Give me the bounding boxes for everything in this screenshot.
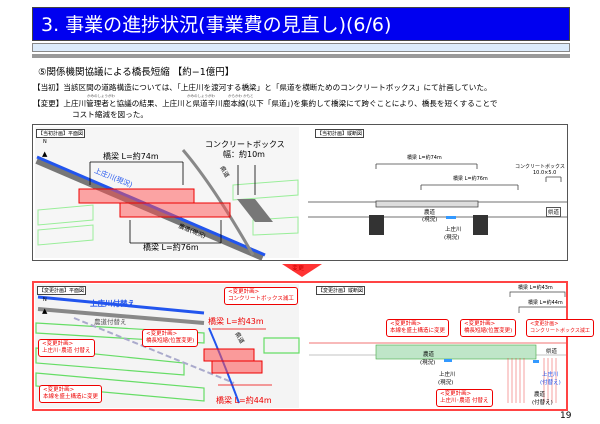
section-callout-box-removed: <変更計画>コンクリートボックス減工	[526, 319, 594, 337]
section-farm-road-status: (現況)	[420, 360, 436, 366]
section-river-status: (現況)	[444, 235, 460, 241]
callout-box-removed: <変更計画>コンクリートボックス減工	[224, 287, 298, 305]
plan-view-tag: 【変更計画】平面図	[37, 286, 87, 295]
section-callout-embankment: <変更計画>本線を盛土構造に変更	[386, 319, 450, 337]
section-farm-road-status: (現況)	[422, 217, 438, 223]
change-text: 【変更】上庄川管理者と協議の結果、上庄川と県道辛川鹿本線(以下「県道」)を集約し…	[33, 99, 498, 108]
section-view-tag: 【当初計画】縦断図	[315, 129, 365, 138]
concrete-box-width: 幅：約10m	[223, 150, 265, 159]
original-plan-map: ▲	[35, 127, 567, 260]
section-river-status: (現況)	[438, 380, 454, 386]
change-label: 変更	[292, 265, 305, 272]
change-text-cont: コスト縮減を図った。	[72, 110, 148, 119]
section-box-size: 10.0×5.0	[533, 170, 557, 176]
concrete-box-label: コンクリートボックス	[205, 140, 285, 149]
section-view-tag: 【変更計画】縦断図	[316, 286, 366, 295]
north-label: N	[43, 139, 47, 145]
section-farm-road: 農道	[423, 352, 435, 358]
section-river: 上庄川	[445, 227, 462, 233]
ruby-text: かみのしょうがわ	[87, 94, 115, 98]
ruby-text: かみのしょうがわ	[187, 94, 215, 98]
page-title: 3. 事業の進捗状況(事業費の見直し)(6/6)	[32, 7, 570, 41]
section-new-river: 上庄川	[542, 372, 559, 378]
original-plan-text: 【当初】当該区間の道路構造については、「上庄川を渡河する橋梁」と「県道を横断ため…	[33, 83, 492, 92]
section-bridge-74: 橋梁 L=約74m	[407, 155, 442, 161]
ruby-text: からかわ かもと	[228, 94, 254, 98]
section-new-farm-road: 農道	[534, 392, 546, 398]
north-arrow-icon: ▲	[42, 307, 48, 315]
section-river: 上庄川	[439, 372, 456, 378]
header-divider	[32, 43, 570, 52]
section-farm-road: 農道	[424, 210, 436, 216]
bridge-length-44: 橋梁 L=約44m	[216, 396, 272, 405]
section-new-farm-road-status: (付替え)	[532, 400, 553, 406]
section-heading: ⑤関係機関協議による橋長短縮 【約−1億円】	[38, 67, 235, 78]
section-pref-road: 県道	[546, 207, 562, 217]
plan-view-tag: 【当初計画】平面図	[36, 129, 86, 138]
section-box-label: コンクリートボックス	[515, 164, 565, 170]
bridge-length-74: 橋梁 L=約74m	[103, 152, 159, 161]
callout-embankment: <変更計画>本線を盛土構造に変更	[39, 385, 103, 403]
bridge-length-76: 橋梁 L=約76m	[143, 243, 199, 252]
callout-river-farm: <変更計画>上庄川･農道 付替え	[38, 339, 95, 357]
section-bridge-44: 橋梁 L=約44m	[528, 300, 563, 306]
section-callout-shorten: <変更計画>橋長短縮(位置変更)	[460, 319, 517, 337]
original-plan-panel: ▲ 【当初計画】平面図 【当初計画】縦断図 N 橋梁 L=約74m 橋梁 L=約…	[32, 124, 568, 261]
farm-realign-label: 農道付替え	[94, 318, 127, 326]
section-pref-road: 県道	[546, 349, 558, 355]
bridge-length-43: 橋梁 L=約43m	[208, 317, 264, 326]
section-new-river-status: (付替え)	[540, 380, 561, 386]
page-number: 19	[560, 411, 572, 421]
section-bridge-76: 橋梁 L=約76m	[453, 176, 488, 182]
changed-plan-panel: ▲ 【変更計画】平面図 【変更計画】縦断図 N 上庄川付替え 農道付替え 県道 …	[32, 281, 594, 411]
callout-shorten: <変更計画>橋長短縮(位置変更)	[142, 329, 199, 347]
river-realign-label: 上庄川付替え	[90, 299, 135, 308]
north-label: N	[43, 297, 47, 303]
section-callout-river-farm: <変更計画>上庄川･農道 付替え	[436, 389, 493, 407]
section-bridge-43: 橋梁 L=約43m	[518, 285, 553, 291]
north-arrow-icon: ▲	[42, 150, 48, 158]
header-divider-shadow	[32, 54, 570, 58]
down-arrow-icon	[282, 264, 322, 277]
